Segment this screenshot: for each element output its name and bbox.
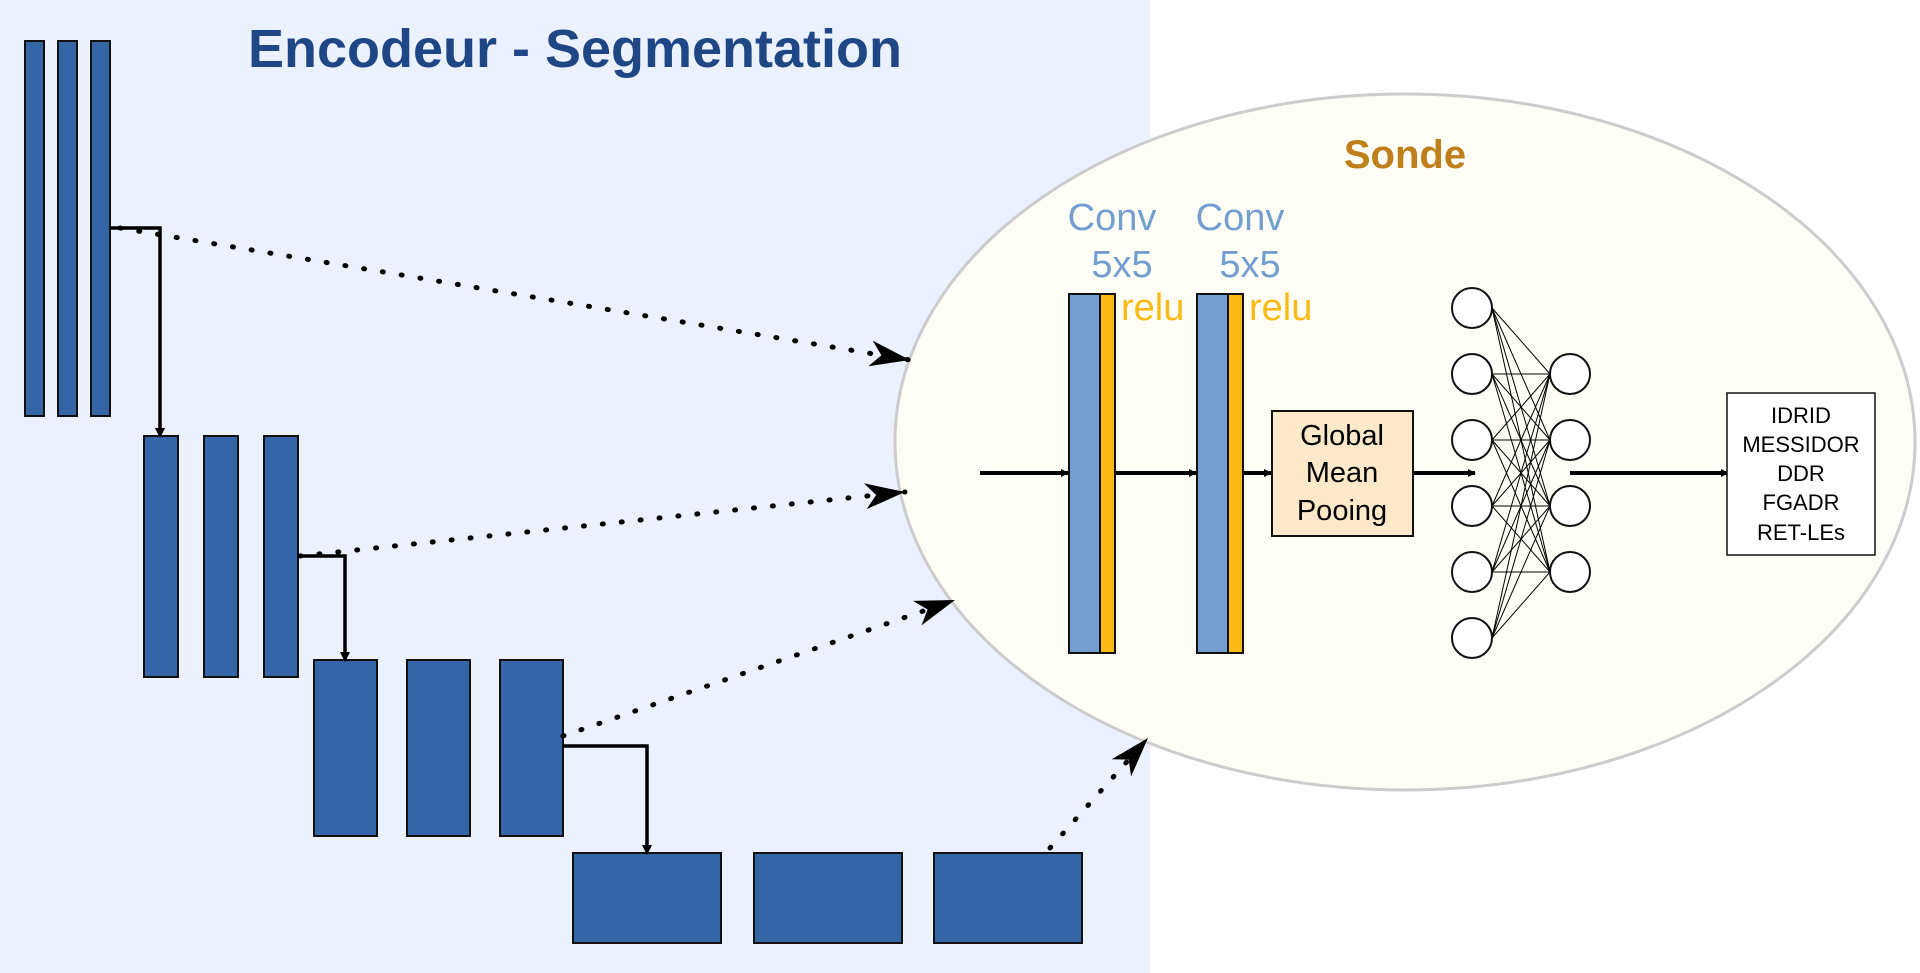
feature-arrow-level1 [117, 225, 913, 367]
pooling-line1: Global [1300, 420, 1384, 452]
encoder-block-level1-a [24, 40, 45, 417]
feature-arrow-level2 [297, 483, 908, 559]
conv2-label: Conv [1196, 197, 1285, 239]
mlp-neurons [1451, 287, 1591, 659]
conv2-layer [1196, 293, 1229, 654]
conv2-kernel: 5x5 [1219, 244, 1280, 286]
encoder-title: Encodeur - Segmentation [248, 19, 902, 79]
conv1-kernel: 5x5 [1091, 244, 1152, 286]
encoder-block-level2-a [143, 435, 179, 678]
downsample-arrow-2 [298, 554, 350, 662]
encoder-block-level2-b [203, 435, 239, 678]
mlp-hidden-neuron-3 [1549, 485, 1591, 527]
encoder-block-level4-c [933, 852, 1083, 944]
feature-arrow-level3 [560, 597, 958, 739]
mlp-input-neuron-5 [1451, 551, 1493, 593]
encoder-block-level3-c [499, 659, 564, 837]
encoder-block-level3-b [406, 659, 471, 837]
mlp-edge-6-1 [1491, 373, 1551, 639]
downsample-arrow-3 [563, 744, 652, 855]
dataset-label-3: DDR [1777, 461, 1825, 486]
encoder-block-level4-a [572, 852, 722, 944]
mlp-edge-1-1 [1491, 307, 1551, 375]
mlp-edge-6-3 [1491, 505, 1551, 639]
dataset-label-4: FGADR [1763, 490, 1840, 515]
dataset-label-2: MESSIDOR [1742, 432, 1859, 457]
mlp-edge-4-1 [1491, 373, 1551, 507]
mlp-hidden-neuron-1 [1549, 353, 1591, 395]
pooling-line3: Pooing [1297, 495, 1387, 527]
conv2-relu-layer [1227, 293, 1244, 654]
conv1-layer [1068, 293, 1101, 654]
feature-arrow-level4 [1047, 735, 1151, 851]
encoder-blocks [24, 40, 1083, 944]
mlp-edge-3-1 [1491, 373, 1551, 441]
mlp-input-neuron-3 [1451, 419, 1493, 461]
mlp-input-neuron-2 [1451, 353, 1493, 395]
downsample-connectors [110, 226, 652, 855]
encoder-block-level2-c [263, 435, 299, 678]
conv1-relu-layer [1099, 293, 1116, 654]
dataset-label-5: RET-LEs [1757, 520, 1845, 545]
mlp-edge-5-1 [1491, 373, 1551, 573]
encoder-block-level1-c [90, 40, 111, 417]
dataset-output-box [1726, 392, 1876, 556]
mlp-connections [1491, 307, 1551, 639]
downsample-arrow-1 [110, 226, 165, 438]
global-mean-pooling-box [1271, 410, 1414, 537]
encoder-block-level1-b [57, 40, 78, 417]
encoder-block-level3-a [313, 659, 378, 837]
pooling-line2: Mean [1306, 457, 1379, 489]
mlp-hidden-neuron-4 [1549, 551, 1591, 593]
encoder-block-level4-b [753, 852, 903, 944]
mlp-edge-6-4 [1491, 571, 1551, 639]
probe-feature-arrows [117, 225, 1151, 851]
mlp-edge-6-2 [1491, 439, 1551, 639]
mlp-input-neuron-4 [1451, 485, 1493, 527]
mlp-input-neuron-1 [1451, 287, 1493, 329]
mlp-input-neuron-6 [1451, 617, 1493, 659]
conv1-label: Conv [1068, 197, 1157, 239]
mlp-hidden-neuron-2 [1549, 419, 1591, 461]
conv2-relu-label: relu [1249, 287, 1312, 329]
probe-title: Sonde [1344, 133, 1466, 177]
conv1-relu-label: relu [1121, 287, 1184, 329]
dataset-label-1: IDRID [1771, 403, 1831, 428]
